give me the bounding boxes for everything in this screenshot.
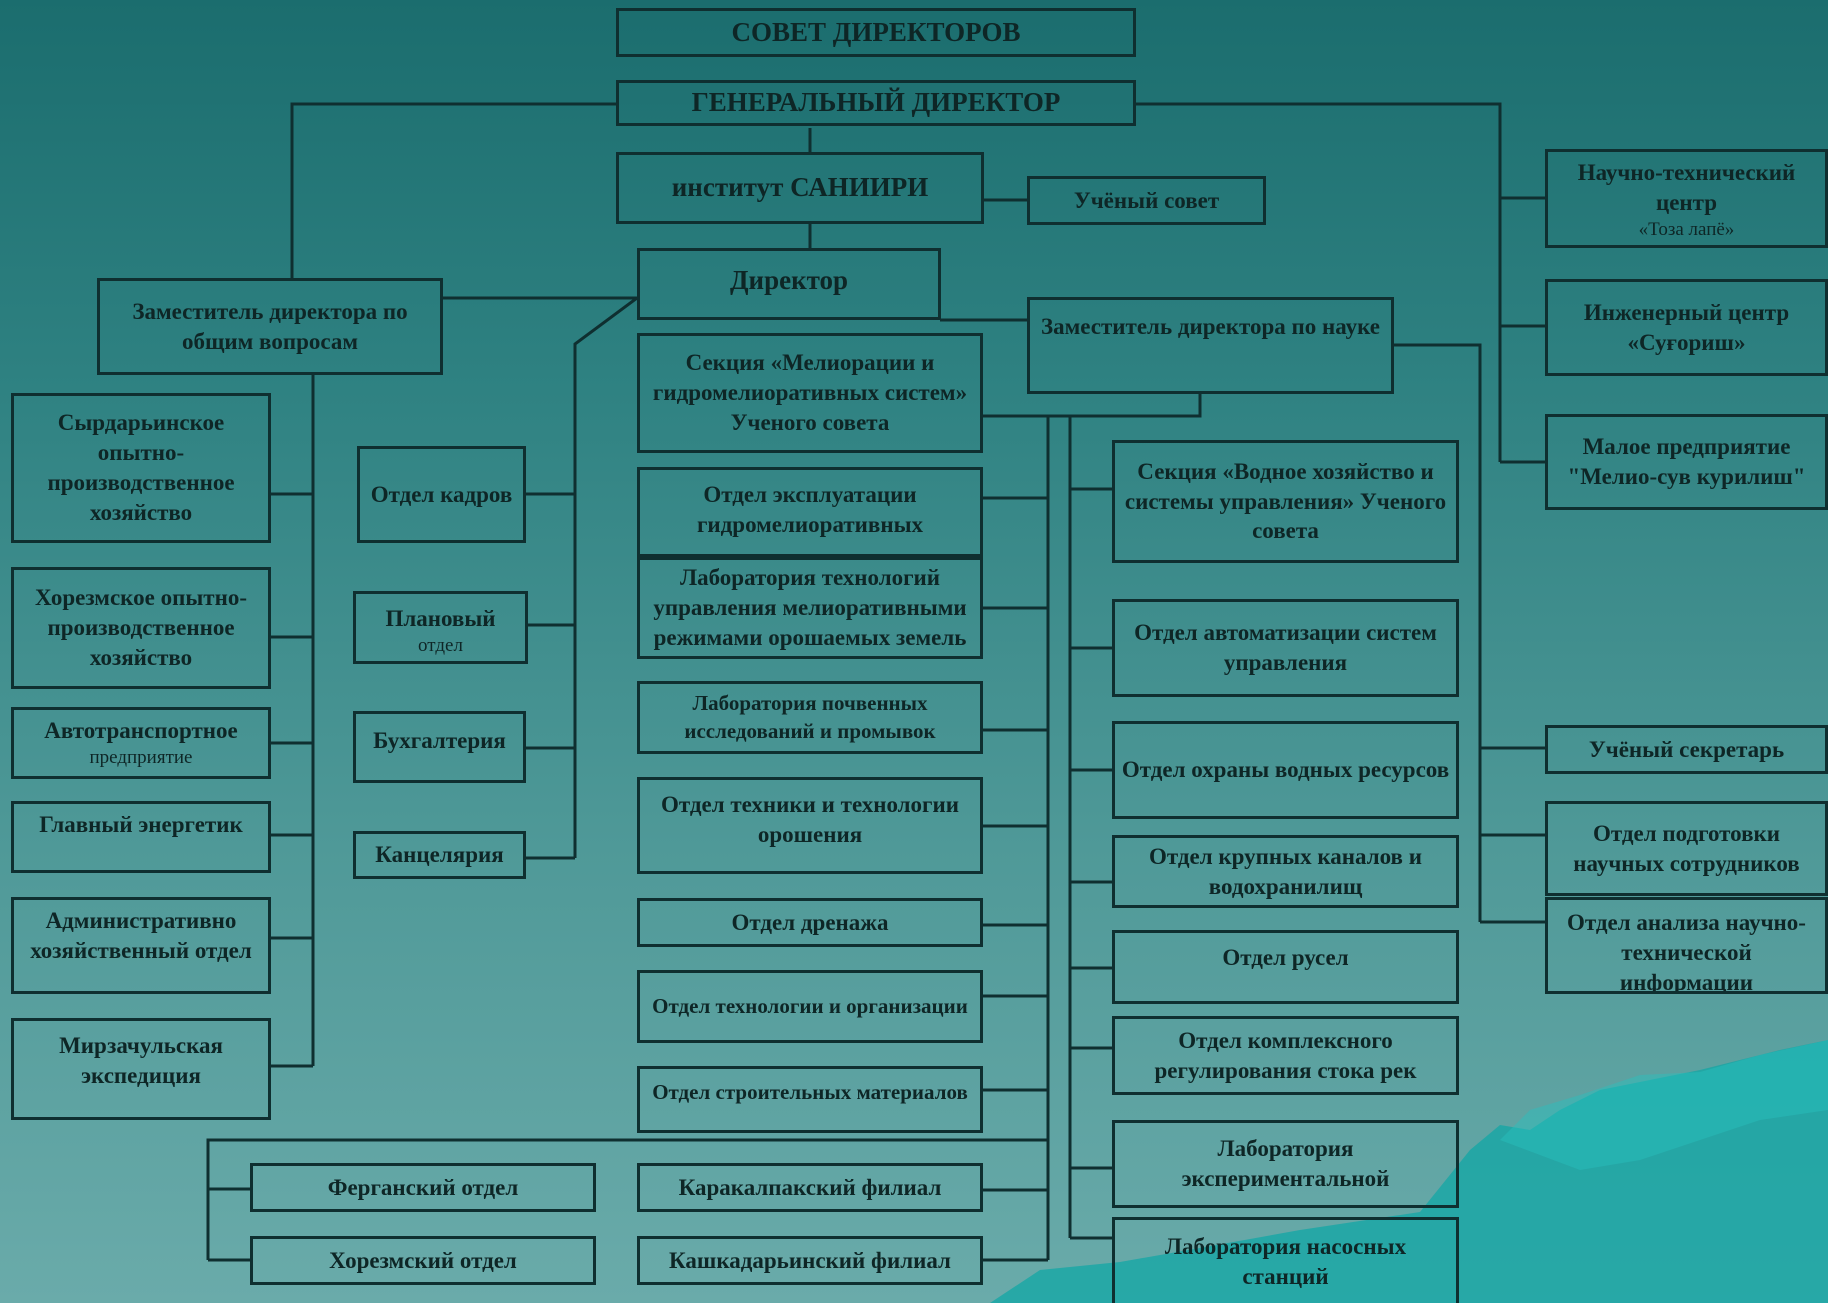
planning-sub: отдел xyxy=(418,634,463,656)
ntc-box: Научно-технический центр «Тоза лапё» xyxy=(1545,149,1828,248)
engineering-center-box: Инженерный центр «Суғориш» xyxy=(1545,279,1828,376)
dept-canals-box: Отдел крупных каналов и водохранилищ xyxy=(1112,835,1459,908)
autotransport-box: Автотранспортное предприятие xyxy=(11,707,271,779)
dept-riverbeds-box: Отдел русел xyxy=(1112,930,1459,1004)
dept-complex-regulation-box: Отдел комплексного регулирования стока р… xyxy=(1112,1016,1459,1095)
section-melioration-box: Секция «Мелиорации и гидромелиоративных … xyxy=(637,333,983,453)
khorezm-dept-box: Хорезмский отдел xyxy=(250,1236,596,1285)
kashkadarya-branch-box: Кашкадарьинский филиал xyxy=(637,1236,983,1285)
director-box: Директор xyxy=(637,248,941,320)
dept-training-box: Отдел подготовки научных сотрудников xyxy=(1545,801,1828,896)
dept-technology-org-box: Отдел технологии и организации xyxy=(637,970,983,1043)
syrdarya-farm-box: Сырдарьинское опытно-производственное хо… xyxy=(11,393,271,543)
admin-dept-box: Административно хозяйственный отдел xyxy=(11,897,271,994)
karakalpak-branch-box: Каракалпакский филиал xyxy=(637,1163,983,1212)
lab-experimental-box: Лаборатория экспериментальной xyxy=(1112,1120,1459,1208)
deputy-general-box: Заместитель директора по общим вопросам xyxy=(97,278,443,375)
dept-automation-box: Отдел автоматизации систем управления xyxy=(1112,599,1459,697)
khorezm-farm-box: Хорезмское опытно-производственное хозяй… xyxy=(11,567,271,689)
ntc-name: Научно-технический центр xyxy=(1577,160,1796,215)
lab-soil-box: Лаборатория почвенных исследований и про… xyxy=(637,681,983,754)
section-water-box: Секция «Водное хозяйство и системы управ… xyxy=(1112,440,1459,563)
planning-name: Плановый xyxy=(385,606,496,631)
accounting-box: Бухгалтерия xyxy=(353,711,526,783)
ntc-sub: «Тоза лапё» xyxy=(1638,218,1735,240)
deputy-science-box: Заместитель директора по науке xyxy=(1027,297,1394,394)
autotransport-sub: предприятие xyxy=(89,746,193,768)
dept-analysis-box: Отдел анализа научно-технической информа… xyxy=(1545,897,1828,994)
chancellery-box: Канцелярия xyxy=(353,831,526,879)
autotransport-name: Автотранспортное xyxy=(44,718,238,743)
hr-dept-box: Отдел кадров xyxy=(357,446,526,543)
dept-water-protection-box: Отдел охраны водных ресурсов xyxy=(1112,721,1459,819)
small-enterprise-box: Малое предприятие "Мелио-сув курилиш" xyxy=(1545,414,1828,510)
scientific-council-box: Учёный совет xyxy=(1027,176,1266,225)
general-director-box: ГЕНЕРАЛЬНЫЙ ДИРЕКТОР xyxy=(616,80,1136,126)
planning-dept-box: Плановый отдел xyxy=(353,591,528,664)
chief-energy-box: Главный энергетик xyxy=(11,801,271,873)
fergana-dept-box: Ферганский отдел xyxy=(250,1163,596,1212)
institute-box: институт САНИИРИ xyxy=(616,152,984,224)
dept-exploitation-box: Отдел эксплуатации гидромелиоративных xyxy=(637,467,983,557)
lab-technology-box: Лаборатория технологий управления мелиор… xyxy=(637,557,983,659)
dept-drainage-box: Отдел дренажа xyxy=(637,898,983,947)
lab-pumping-box: Лаборатория насосных станций xyxy=(1112,1217,1459,1303)
board-of-directors-box: СОВЕТ ДИРЕКТОРОВ xyxy=(616,8,1136,57)
mirzachul-box: Мирзачульская экспедиция xyxy=(11,1018,271,1120)
dept-irrigation-tech-box: Отдел техники и технологии орошения xyxy=(637,777,983,874)
scientific-secretary-box: Учёный секретарь xyxy=(1545,725,1828,774)
dept-building-materials-box: Отдел строительных материалов xyxy=(637,1066,983,1133)
